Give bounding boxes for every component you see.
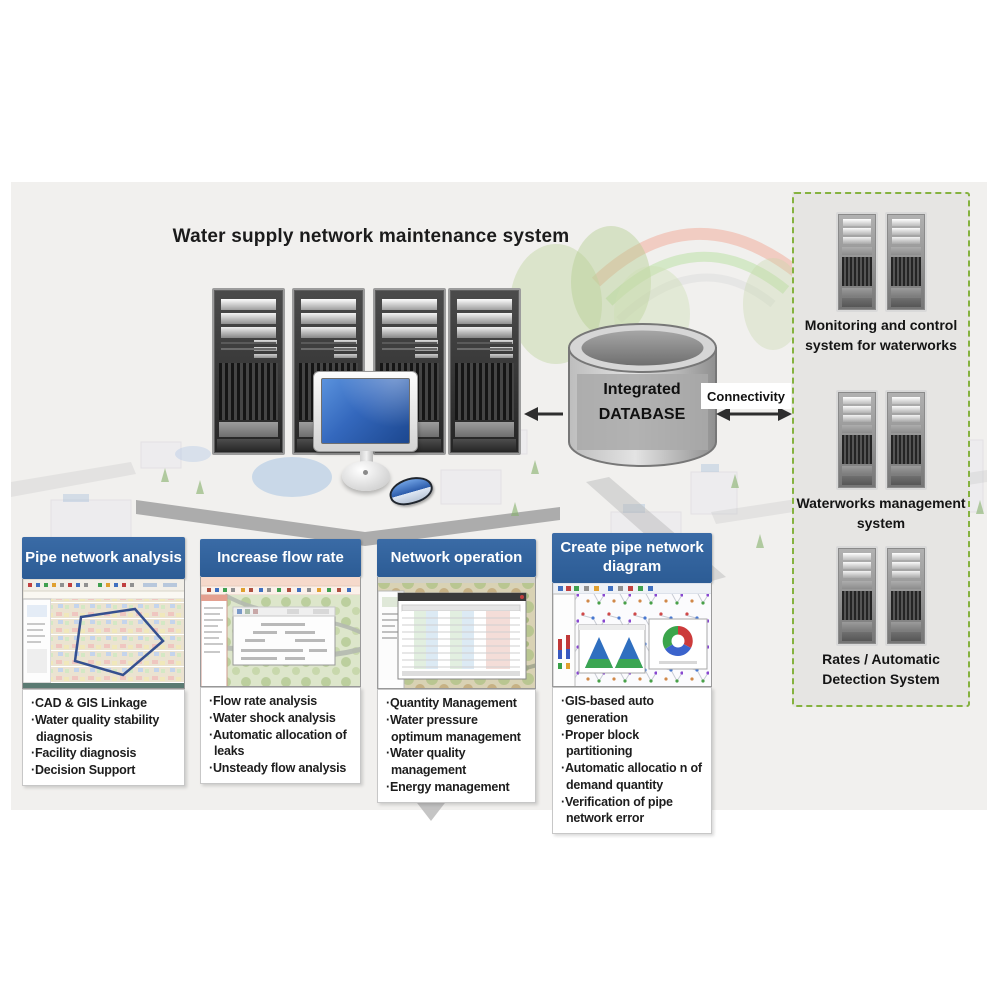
list-item: ·Unsteady flow analysis	[209, 761, 347, 775]
list-item: ·GIS-based auto generation	[561, 694, 654, 725]
monitor-screen	[321, 378, 410, 444]
connection-arrows	[524, 407, 792, 421]
mini-server-pair-icon	[794, 546, 968, 646]
road-swoosh-decoration	[136, 500, 560, 546]
feature-list: ·CAD & GIS Linkage ·Water quality stabil…	[22, 689, 185, 786]
pipe-network-analysis-screenshot	[22, 579, 185, 689]
connectivity-label: Connectivity	[701, 383, 791, 409]
system-label: Waterworks management system	[796, 495, 966, 531]
list-item: ·Decision Support	[31, 763, 136, 777]
list-item: ·Energy management	[386, 779, 510, 794]
feature-list: ·GIS-based auto generation ·Proper block…	[552, 687, 712, 834]
system-group-waterworks-management: Waterworks management system	[794, 390, 968, 534]
feature-list: ·Flow rate analysis ·Water shock analysi…	[200, 687, 361, 784]
list-item: ·Water shock analysis	[209, 710, 336, 725]
mini-server-pair-icon	[794, 212, 968, 312]
column-create-pipe-network-diagram: Create pipe network diagram	[552, 533, 712, 834]
server-tower-icon	[448, 288, 521, 455]
green-hill-decoration	[510, 244, 602, 364]
toolbar-icons	[28, 583, 177, 587]
list-item: ·Water quality management	[386, 746, 467, 777]
create-pipe-network-diagram-screenshot	[552, 583, 712, 687]
list-item: ·Flow rate analysis	[209, 694, 318, 708]
mini-server-tower-icon	[884, 546, 927, 646]
dialog-window	[232, 606, 336, 666]
list-item: ·Verification of pipe network error	[561, 794, 673, 826]
column-pipe-network-analysis: Pipe network analysis	[22, 537, 185, 786]
system-label: Monitoring and control system for waterw…	[804, 317, 958, 353]
column-header: Pipe network analysis	[22, 537, 185, 579]
monitor-base	[342, 461, 390, 491]
gauge-glyphs	[558, 635, 570, 669]
column-network-operation: Network operation	[377, 539, 536, 803]
system-diagram-figure: Water supply network maintenance system	[11, 182, 987, 834]
list-item: ·Water quality stability diagnosis	[31, 712, 160, 744]
mini-server-tower-icon	[884, 390, 927, 490]
mini-server-tower-icon	[884, 212, 927, 312]
column-header: Network operation	[377, 539, 536, 577]
mini-server-pair-icon	[794, 390, 968, 490]
system-group-rates-detection: Rates / Automatic Detection System	[794, 546, 968, 690]
red-arc-decoration	[591, 228, 803, 287]
network-operation-screenshot	[377, 577, 536, 689]
road-decoration	[11, 462, 136, 497]
list-item: ·Water pressure optimum management	[386, 712, 521, 744]
system-group-monitoring: Monitoring and control system for waterw…	[794, 212, 968, 356]
mini-server-tower-icon	[835, 212, 878, 312]
list-item: ·Automatic allocatio n of demand quantit…	[561, 761, 702, 792]
system-label: Rates / Automatic Detection System	[822, 651, 940, 687]
mini-server-tower-icon	[835, 390, 878, 490]
list-item: ·CAD & GIS Linkage	[31, 696, 147, 710]
list-item: ·Facility diagnosis	[31, 746, 137, 761]
list-item: ·Quantity Management	[386, 696, 517, 710]
monitor-icon	[313, 371, 418, 452]
mini-server-tower-icon	[835, 546, 878, 646]
column-header: Create pipe network diagram	[552, 533, 712, 583]
server-tower-icon	[212, 288, 285, 455]
increase-flow-rate-screenshot	[200, 577, 361, 687]
list-item: ·Proper block partitioning	[561, 727, 639, 759]
database-label: Integrated DATABASE	[598, 381, 686, 423]
column-increase-flow-rate: Increase flow rate	[200, 539, 361, 784]
pipe-network-polygon	[73, 607, 165, 677]
database-cylinder-icon	[563, 322, 722, 470]
cone-chart-window	[578, 624, 646, 674]
donut-chart-window	[648, 618, 708, 670]
column-header: Increase flow rate	[200, 539, 361, 577]
page-title: Water supply network maintenance system	[172, 226, 570, 247]
down-arrow-icon	[414, 799, 448, 821]
feature-list: ·Quantity Management ·Water pressure opt…	[377, 689, 536, 803]
external-systems-panel: Monitoring and control system for waterw…	[792, 192, 970, 707]
lake-decoration	[252, 457, 332, 497]
list-item: ·Automatic allocation of leaks	[209, 727, 347, 759]
